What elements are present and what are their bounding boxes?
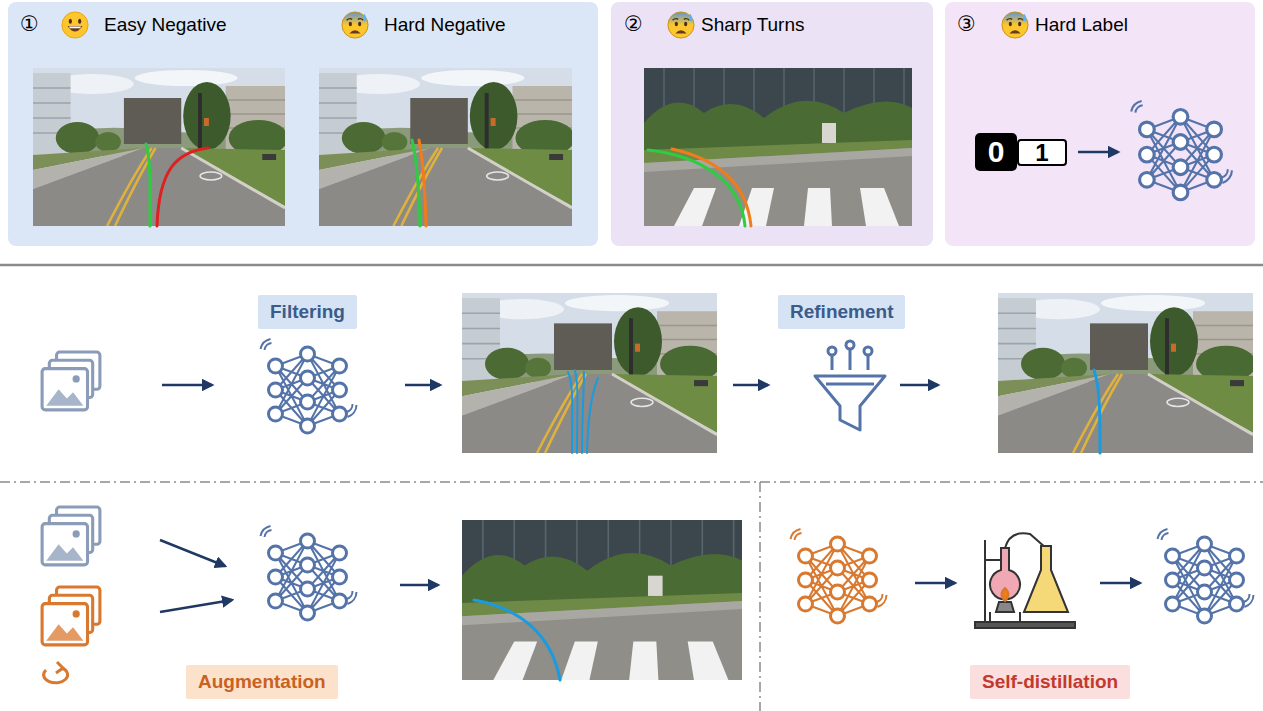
image-stack-icon: [42, 587, 100, 645]
step-label: Filtering: [258, 295, 357, 329]
trajectory: [146, 144, 150, 226]
emoji-icon: [62, 12, 88, 38]
filter-icon: [846, 341, 854, 349]
trajectory: [1094, 370, 1100, 453]
lab-icon: [989, 612, 991, 622]
filter-icon: [832, 350, 868, 370]
step-label-text: Augmentation: [198, 670, 326, 694]
lab-icon: [975, 622, 1075, 628]
flow-arrow: [1078, 151, 1118, 154]
trajectory: [672, 149, 751, 226]
panel-title: Hard Negative: [384, 14, 505, 37]
lab-icon: [1002, 588, 1009, 601]
panel-title: Sharp Turns: [701, 14, 805, 37]
filter-icon: [815, 341, 885, 430]
trajectory: [157, 148, 208, 226]
section-divider: [0, 264, 1263, 267]
emoji-icon: [668, 12, 694, 38]
flow-arrow: [162, 384, 212, 387]
step-label-text: Refinement: [790, 300, 893, 324]
lab-icon: [1005, 533, 1046, 548]
network-icon: [1131, 101, 1232, 200]
filter-icon: [826, 383, 874, 386]
rotation-icon: [56, 662, 63, 673]
step-label: Self-distillation: [970, 665, 1130, 699]
lab-icon: [996, 602, 1014, 612]
bit-digit: 1: [1035, 141, 1048, 165]
filter-icon: [815, 376, 885, 430]
panel-title: Hard Label: [1035, 14, 1128, 37]
flow-arrow: [915, 582, 955, 585]
flow-arrow: [405, 384, 440, 387]
image-stack-icon: [42, 507, 100, 565]
trajectory: [412, 140, 420, 226]
trajectory: [568, 372, 572, 453]
rotation-icon: [44, 668, 68, 683]
rotation-icon: [44, 662, 68, 683]
trajectory: [474, 600, 560, 680]
network-icon: [1158, 529, 1254, 623]
flow-arrow: [160, 152, 1140, 612]
road-photo: [462, 520, 742, 680]
road-photo: [33, 68, 288, 226]
bit-box: 1: [1017, 139, 1067, 166]
bit-box: 0: [975, 133, 1017, 171]
flow-arrow: [160, 600, 232, 612]
road-photo: [462, 293, 720, 453]
lab-icon: [1019, 612, 1021, 622]
trajectory: [587, 378, 598, 453]
panel-number: ②: [624, 12, 643, 37]
bit-digit: 0: [988, 137, 1005, 167]
flow-arrow: [900, 384, 938, 387]
trajectory: [419, 140, 426, 226]
image-stack-icon: [42, 352, 100, 410]
section-divider: [759, 482, 761, 711]
image-stack-icon: [42, 352, 100, 645]
panel-number: ③: [957, 12, 976, 37]
flow-arrow: [733, 384, 768, 387]
network-icon: [261, 101, 1254, 623]
trajectory: [582, 372, 584, 453]
lab-icon: [975, 533, 1075, 628]
filter-icon: [864, 347, 872, 355]
network-icon: [791, 529, 887, 623]
road-photo: [998, 293, 1256, 453]
lab-icon: [1024, 546, 1068, 612]
section-divider: [0, 265, 1263, 711]
section-divider: [0, 481, 1263, 483]
step-label: Augmentation: [186, 665, 338, 699]
step-label-text: Self-distillation: [982, 670, 1118, 694]
flow-arrow: [160, 540, 225, 566]
trajectory: [146, 140, 1100, 680]
trajectory: [648, 150, 745, 226]
panel-title: Easy Negative: [104, 14, 227, 37]
emoji-icon: [1002, 12, 1028, 38]
step-label: Refinement: [778, 295, 905, 329]
flow-arrow: [1100, 582, 1140, 585]
road-photo: [644, 68, 912, 226]
trajectory: [568, 370, 598, 453]
lab-icon: [984, 540, 986, 622]
trajectory: [575, 370, 578, 453]
step-label-text: Filtering: [270, 300, 345, 324]
network-icon: [261, 339, 357, 433]
road-photo: [319, 68, 575, 226]
flow-arrow: [400, 584, 438, 587]
road-photo: [33, 68, 1256, 680]
filter-icon: [828, 347, 836, 355]
emoji-icon: [342, 12, 368, 38]
network-icon: [261, 526, 357, 620]
emoji-icon: [62, 12, 1028, 38]
panel-number: ①: [20, 12, 39, 37]
